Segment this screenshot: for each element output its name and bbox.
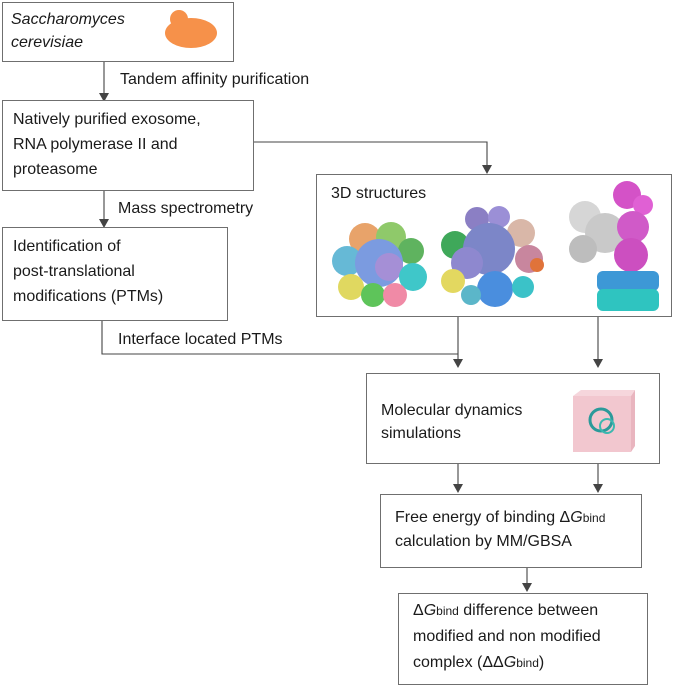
label-tandem-affinity-purification: Tandem affinity purification <box>120 71 310 88</box>
purified-line1: Natively purified exosome, <box>13 111 201 128</box>
ptm-line3: modifications (PTMs) <box>13 288 164 305</box>
bind-subscript: bind <box>516 656 539 670</box>
arrowhead <box>453 484 463 493</box>
ddg-line3: complex (ΔΔGbind) <box>413 652 544 674</box>
exosome-structure-image <box>332 222 427 307</box>
closing-paren: ) <box>538 654 545 671</box>
label-interface-located-ptms: Interface located PTMs <box>118 331 283 348</box>
free-energy-line1: Free energy of binding ΔGbind <box>395 507 605 529</box>
ddg-difference-box: ΔGbind difference between modified and n… <box>398 593 648 685</box>
purified-complexes-box: Natively purified exosome, RNA polymeras… <box>2 100 254 191</box>
md-line2: simulations <box>381 425 462 442</box>
organism-box: Saccharomyces cerevisiae <box>2 2 234 62</box>
arrowhead <box>593 359 603 368</box>
yeast-cell-icon <box>165 10 217 48</box>
organism-name-line1: Saccharomyces <box>11 11 125 28</box>
free-energy-line2: calculation by MM/GBSA <box>395 533 572 550</box>
ddg-line2: modified and non modified <box>413 628 601 645</box>
arrowhead <box>99 93 109 102</box>
purified-line3: proteasome <box>13 161 98 178</box>
organism-name-line2: cerevisiae <box>11 34 84 51</box>
arrow-interface-ptms <box>101 321 458 355</box>
arrowhead <box>453 359 463 368</box>
simulation-box-image <box>573 390 635 452</box>
3d-structures-title: 3D structures <box>331 185 427 202</box>
ptm-line1: Identification of <box>13 238 121 255</box>
free-energy-box: Free energy of binding ΔGbind calculatio… <box>380 494 642 568</box>
molecular-dynamics-box: Molecular dynamics simulations <box>366 373 660 464</box>
ptm-line2: post-translational <box>13 263 135 280</box>
ptm-identification-box: Identification of post-translational mod… <box>2 227 228 321</box>
purified-line2: RNA polymerase II and <box>13 136 178 153</box>
md-line1: Molecular dynamics <box>381 402 523 419</box>
arrowhead <box>593 484 603 493</box>
g-symbol: G <box>423 602 437 619</box>
rna-polymerase-ii-structure-image <box>441 206 544 307</box>
ddg-line1-text: difference between <box>458 602 599 619</box>
g-symbol: G <box>503 654 517 671</box>
ddg-line1: ΔGbind difference between <box>413 600 598 622</box>
g-symbol: G <box>570 509 583 526</box>
proteasome-structure-image <box>569 181 659 311</box>
arrowhead <box>522 583 532 592</box>
label-mass-spectrometry: Mass spectrometry <box>118 200 254 217</box>
3d-structures-box: 3D structures <box>316 174 672 317</box>
ddg-line3-text: complex (ΔΔ <box>413 654 504 671</box>
free-energy-text: Free energy of binding Δ <box>395 509 571 526</box>
bind-subscript: bind <box>582 511 606 525</box>
delta-symbol: Δ <box>413 602 424 619</box>
arrow-to-structures <box>254 141 488 166</box>
bind-subscript: bind <box>436 604 459 618</box>
arrowhead <box>99 219 109 228</box>
arrowhead <box>482 165 492 174</box>
